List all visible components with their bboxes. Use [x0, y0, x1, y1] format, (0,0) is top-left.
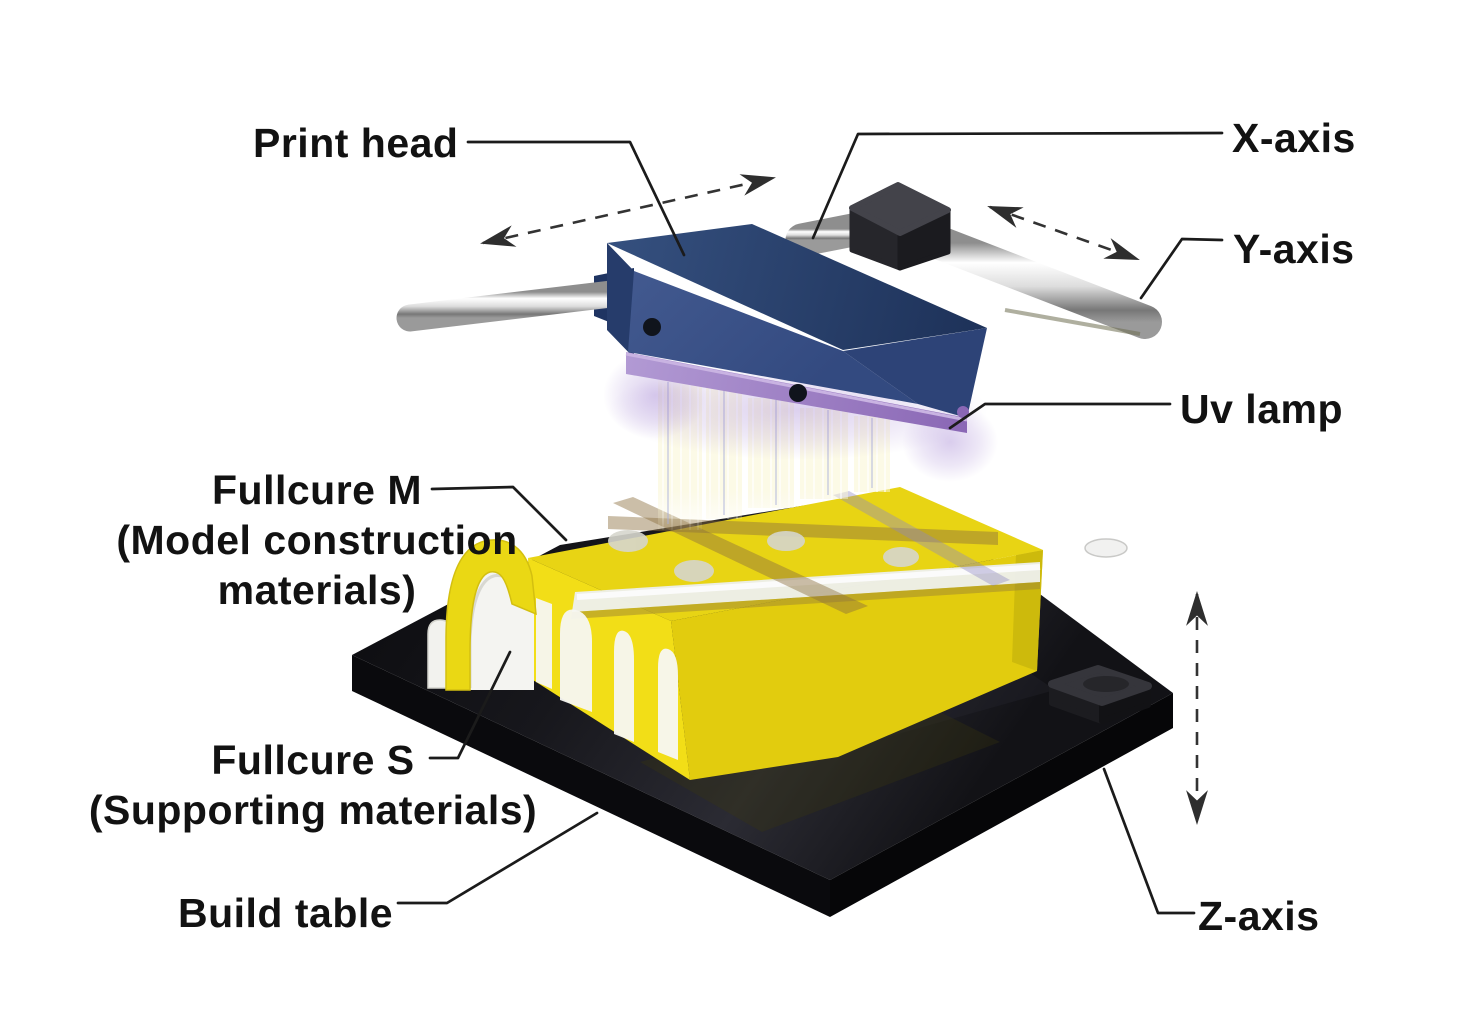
x-axis-leader [811, 131, 1224, 240]
fullcure-m-line2: (Model construction [116, 517, 518, 563]
build-table-label: Build table [178, 888, 393, 938]
y-motion-arrow [987, 205, 1140, 261]
z-axis-rod-upper [1083, 531, 1129, 692]
fullcure-m-leader [430, 485, 568, 542]
fullcure-m-line1: Fullcure M [211, 467, 423, 513]
model-arch-band [445, 539, 537, 691]
fullcure-s-leader [428, 650, 512, 760]
fullcure-s-line2: (Supporting materials) [88, 787, 538, 833]
print-head-right-cap [843, 328, 987, 418]
screw-dot [643, 318, 661, 336]
x-motion-arrow [480, 174, 776, 247]
y-axis-leader [1139, 237, 1224, 300]
fullcure-m-label: Fullcure M (Model construction materials… [87, 465, 547, 615]
uv-lamp-leader [948, 402, 1172, 430]
rod-shadow-band [608, 516, 998, 545]
carriage-cube [849, 182, 951, 271]
z-axis-label: Z-axis [1198, 891, 1320, 941]
x-axis-label-text: X-axis [1232, 115, 1356, 161]
leader-lines [396, 131, 1224, 915]
fullcure-s-line1: Fullcure S [211, 737, 415, 783]
print-head-left-cap [607, 243, 634, 358]
build-table-leader [396, 811, 599, 905]
screw-dot [789, 384, 807, 402]
support-material [427, 539, 537, 691]
table-yellow-reflection [640, 692, 1000, 832]
z-axis-label-text: Z-axis [1198, 893, 1320, 939]
x-axis-label: X-axis [1232, 113, 1356, 163]
print-head-front [628, 271, 918, 404]
support-arches [536, 598, 678, 760]
uv-lamp-label: Uv lamp [1180, 384, 1343, 434]
build-table-label-text: Build table [178, 890, 394, 936]
uv-lamp-label-text: Uv lamp [1180, 386, 1343, 432]
print-head [607, 224, 987, 433]
motion-arrows [480, 174, 1208, 826]
y-axis-label-text: Y-axis [1233, 226, 1355, 272]
z-axis-leader [1102, 767, 1196, 915]
fullcure-s-label: Fullcure S (Supporting materials) [83, 735, 543, 835]
model-front-right-face [671, 550, 1043, 780]
print-head-label: Print head [253, 118, 458, 168]
y-axis-rod [923, 226, 1162, 339]
print-head-leader [466, 140, 686, 257]
fullcure-m-line3: materials) [217, 567, 417, 613]
y-axis-label: Y-axis [1233, 224, 1355, 274]
support-dots [608, 530, 919, 582]
print-head-top [607, 224, 987, 350]
print-head-label-text: Print head [253, 120, 459, 166]
